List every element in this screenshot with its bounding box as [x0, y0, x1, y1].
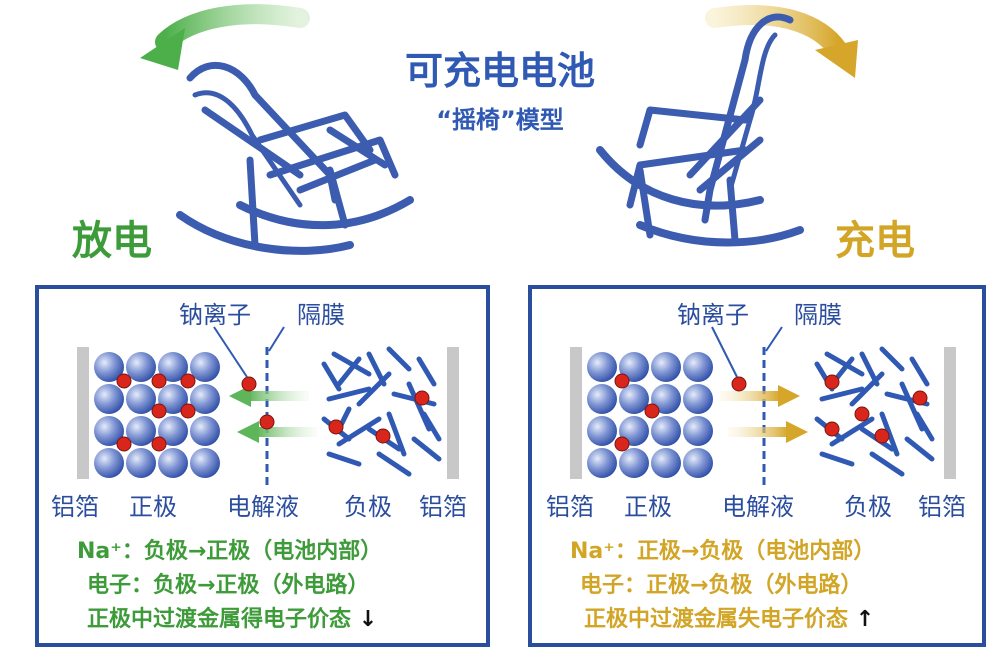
valence-text: 正极中过渡金属得电子价态 ↓ [87, 601, 377, 633]
page-title: 可充电电池 [404, 49, 595, 93]
up-arrow-icon: ↑ [855, 607, 875, 632]
cathode-sphere [158, 416, 188, 446]
label-electrolyte: 电解液 [722, 493, 794, 521]
electron-direction-text: 电子：正极→负极（外电路） [580, 573, 863, 598]
cathode-sphere [683, 384, 713, 414]
ion-direction-text: Na⁺：正极→负极（电池内部） [570, 539, 876, 564]
cathode-sphere [158, 352, 188, 382]
cathode-sphere [651, 448, 681, 478]
ion-label: 钠离子 [179, 301, 251, 329]
cathode-sphere [683, 448, 713, 478]
discharge-diagram [77, 326, 459, 489]
cathode-sphere [190, 448, 220, 478]
label-al-foil-right: 铝箔 [419, 493, 467, 521]
cathode-sphere [94, 448, 124, 478]
label-cathode: 正极 [129, 493, 177, 521]
cathode-sphere [619, 448, 649, 478]
anode-sticks [321, 346, 442, 477]
cathode-sphere [683, 352, 713, 382]
cathode-sphere [587, 352, 617, 382]
cathode-sphere [619, 352, 649, 382]
label-al-foil-right: 铝箔 [918, 493, 966, 521]
cathode-sphere [619, 384, 649, 414]
ion-flow-arrows [720, 385, 808, 443]
cathode-sphere [190, 384, 220, 414]
valence-text: 正极中过渡金属失电子价态 ↑ [584, 601, 874, 633]
label-anode: 负极 [844, 493, 892, 521]
left-aluminum-foil [77, 347, 89, 479]
separator-label: 隔膜 [794, 301, 842, 329]
cathode-sphere [158, 448, 188, 478]
cathode-sphere [126, 384, 156, 414]
down-arrow-icon: ↓ [358, 607, 378, 632]
valence-label: 正极中过渡金属失电子价态 [584, 607, 849, 632]
charge-diagram [570, 326, 956, 489]
left-rocking-chair-icon [176, 61, 414, 255]
discharge-arrow-icon [140, 4, 310, 70]
charge-arrow-icon [705, 5, 858, 78]
cathode-sphere [190, 352, 220, 382]
discharge-panel: 钠离子 隔膜 铝箔 正极 电解液 负极 铝箔 Na⁺：负极→正极（电池内部） 电… [35, 285, 490, 647]
anode-sticks [814, 346, 935, 477]
valence-label: 正极中过渡金属得电子价态 [87, 607, 352, 632]
cathode-spheres [587, 352, 713, 478]
cathode-sphere [587, 384, 617, 414]
ion-direction-text: Na⁺：负极→正极（电池内部） [77, 539, 383, 564]
cathode-sphere [126, 352, 156, 382]
cathode-sphere [158, 384, 188, 414]
right-rocking-chair-icon [596, 13, 804, 247]
charge-label: 充电 [835, 218, 915, 264]
electron-direction-text: 电子：负极→正极（外电路） [87, 573, 370, 598]
ion-flow-arrows [229, 385, 317, 443]
label-electrolyte: 电解液 [227, 493, 299, 521]
cathode-sphere [651, 416, 681, 446]
label-cathode: 正极 [624, 493, 672, 521]
cathode-sphere [94, 416, 124, 446]
label-al-foil-left: 铝箔 [546, 493, 594, 521]
top-illustration [140, 4, 858, 255]
cathode-sphere [587, 416, 617, 446]
right-aluminum-foil [447, 347, 459, 479]
label-anode: 负极 [344, 493, 392, 521]
cathode-sphere [651, 352, 681, 382]
cathode-sphere [587, 448, 617, 478]
cathode-spheres [94, 352, 220, 478]
charge-panel: 钠离子 隔膜 铝箔 正极 电解液 负极 铝箔 Na⁺：正极→负极（电池内部） 电… [528, 285, 986, 647]
cathode-sphere [190, 416, 220, 446]
page-subtitle: “摇椅”模型 [436, 106, 564, 134]
ion-label: 钠离子 [677, 301, 749, 329]
cathode-sphere [126, 416, 156, 446]
cathode-sphere [94, 352, 124, 382]
discharge-label: 放电 [72, 218, 152, 264]
cathode-sphere [683, 416, 713, 446]
cathode-sphere [94, 384, 124, 414]
cathode-sphere [651, 384, 681, 414]
label-al-foil-left: 铝箔 [51, 493, 99, 521]
separator-label: 隔膜 [297, 301, 345, 329]
cathode-sphere [126, 448, 156, 478]
